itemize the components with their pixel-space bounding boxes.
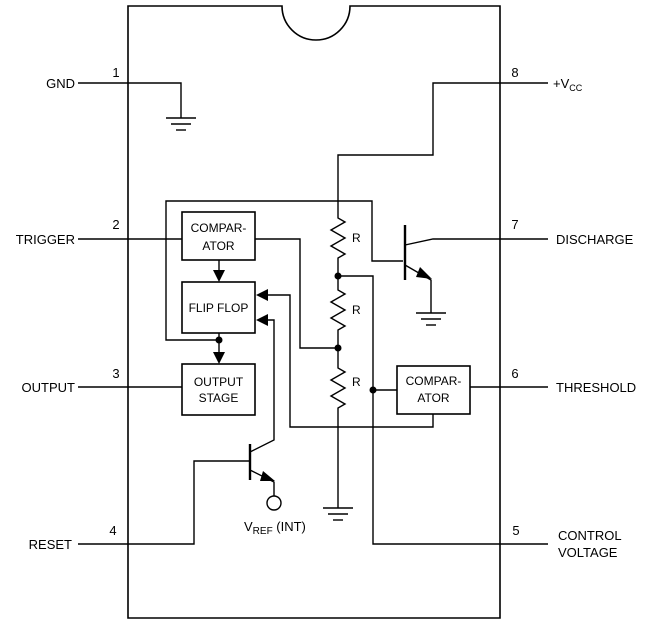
pin3-number: 3: [112, 366, 119, 381]
ff-feedback-loop: [165, 200, 403, 341]
output-stage-label-2: STAGE: [199, 391, 239, 405]
vref-suffix: (INT): [273, 519, 306, 534]
pin4-label: RESET: [29, 537, 72, 552]
comp-right-to-ff-wire: [268, 294, 434, 428]
pin7-label: DISCHARGE: [556, 232, 634, 247]
pin8-number: 8: [511, 65, 518, 80]
pin1-label: GND: [46, 76, 75, 91]
pin4-number: 4: [109, 523, 116, 538]
output-stage-label-1: OUTPUT: [194, 375, 244, 389]
discharge-emitter-arrow: [416, 267, 432, 279]
resistor-r2-label: R: [352, 303, 361, 317]
pin1-number: 1: [112, 65, 119, 80]
pin5-number: 5: [512, 523, 519, 538]
output-stage-block: [181, 363, 256, 416]
vcc-wire: [337, 82, 500, 215]
vref-label: VREF (INT): [244, 519, 306, 537]
comp-to-ff-arrow: [213, 270, 225, 282]
comparator-right-block: [396, 365, 471, 415]
vref-terminal: [266, 495, 282, 511]
reset-to-ff-arrow: [256, 314, 268, 326]
comparator-top-label-1: COMPAR-: [191, 221, 247, 235]
flip-flop-label: FLIP FLOP: [189, 301, 249, 315]
pin3-label: OUTPUT: [22, 380, 76, 395]
ff-to-output-arrow: [213, 352, 225, 364]
pin2-label: TRIGGER: [16, 232, 75, 247]
vcc-sub: CC: [569, 83, 582, 93]
vref-sub: REF: [253, 526, 273, 537]
discharge-transistor-emitter: [404, 264, 432, 313]
control-voltage-wire: [338, 275, 500, 545]
comparator-top-ref-wire: [255, 238, 338, 349]
pin5-label-line2: VOLTAGE: [558, 545, 618, 560]
comparator-right-label-1: COMPAR-: [406, 374, 462, 388]
resistor-r3: [329, 348, 347, 508]
resistor-r1: [329, 215, 347, 276]
resistor-r1-label: R: [352, 231, 361, 245]
ic-package-outline: [127, 5, 501, 619]
discharge-transistor-collector: [404, 238, 500, 246]
comp-right-to-ff-arrow: [256, 289, 268, 301]
reset-transistor-emitter: [249, 469, 275, 496]
reset-emitter-arrow: [260, 471, 275, 481]
reset-transistor-collector: [249, 319, 275, 453]
ground-symbol-discharge: [416, 312, 446, 326]
reset-wire: [128, 460, 250, 545]
pin6-label: THRESHOLD: [556, 380, 636, 395]
vcc-main: +V: [553, 76, 570, 91]
resistor-r2: [329, 276, 347, 348]
comparator-top-label-2: ATOR: [202, 239, 235, 253]
pin5-label-line1: CONTROL: [558, 528, 622, 543]
pin8-label: +VCC: [553, 76, 583, 93]
comparator-right-label-2: ATOR: [417, 391, 450, 405]
ground-symbol-1: [166, 117, 196, 131]
pin2-number: 2: [112, 217, 119, 232]
pin6-number: 6: [511, 366, 518, 381]
ground-symbol-divider: [323, 507, 353, 521]
pin7-number: 7: [511, 217, 518, 232]
gnd-wire: [128, 82, 182, 118]
flip-flop-block: [181, 281, 256, 334]
resistor-r3-label: R: [352, 375, 361, 389]
vref-main: V: [244, 519, 253, 534]
